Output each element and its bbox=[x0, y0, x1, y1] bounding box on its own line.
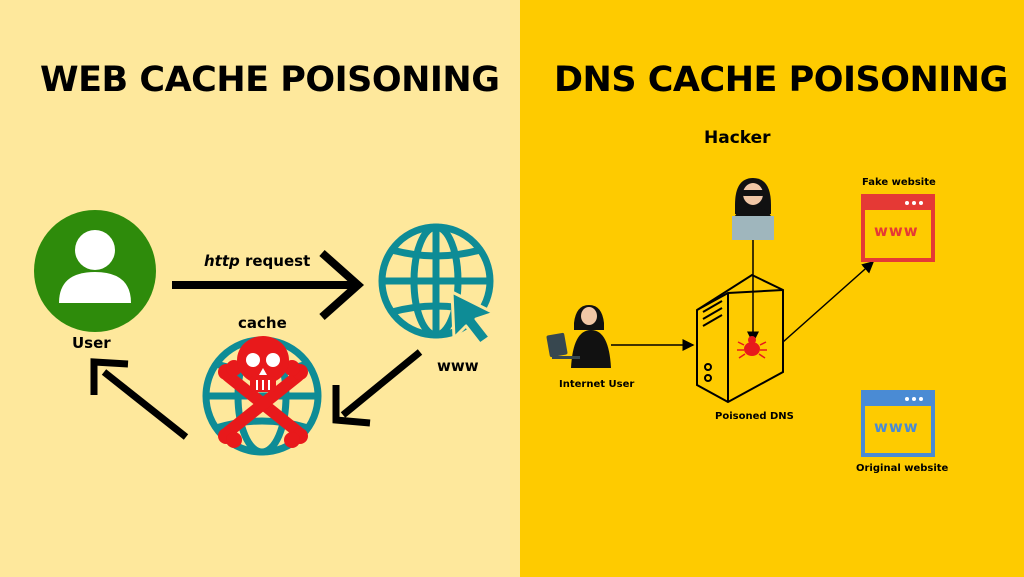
original-website-icon bbox=[861, 390, 935, 457]
internet-user-icon bbox=[546, 305, 611, 368]
http-request-label-rest: request bbox=[239, 252, 311, 270]
skull-crossbones-icon bbox=[218, 336, 308, 448]
hacker-label: Hacker bbox=[704, 128, 771, 148]
http-request-label: http request bbox=[204, 252, 310, 270]
original-website-screen-text: www bbox=[874, 418, 919, 436]
cursor-icon bbox=[450, 290, 496, 346]
hacker-icon bbox=[732, 178, 774, 240]
fake-website-label: Fake website bbox=[862, 177, 936, 188]
dns-cache-panel bbox=[520, 0, 1024, 577]
fake-website-screen-text: www bbox=[874, 222, 919, 240]
back-to-user-arrow bbox=[90, 358, 189, 440]
www-globe-icon bbox=[378, 223, 494, 339]
bug-icon bbox=[737, 336, 767, 359]
poisoned-dns-label: Poisoned DNS bbox=[715, 411, 794, 422]
dns-to-fake-website-arrow bbox=[782, 261, 875, 343]
internet-user-label: Internet User bbox=[559, 379, 635, 390]
user-label: User bbox=[72, 334, 111, 352]
www-label: www bbox=[437, 357, 479, 375]
cache-return-arrow bbox=[332, 349, 423, 427]
original-website-label: Original website bbox=[856, 463, 949, 474]
http-request-label-emphasis: http bbox=[204, 252, 240, 270]
poisoned-dns-server-icon bbox=[696, 273, 784, 404]
web-cache-poisoning-title: WEB CACHE POISONING bbox=[40, 60, 500, 100]
http-request-arrow bbox=[172, 250, 365, 320]
cache-label: cache bbox=[238, 314, 287, 332]
user-icon bbox=[34, 210, 156, 332]
fake-website-icon bbox=[861, 194, 935, 262]
dns-cache-poisoning-title: DNS CACHE POISONING bbox=[554, 60, 1008, 100]
